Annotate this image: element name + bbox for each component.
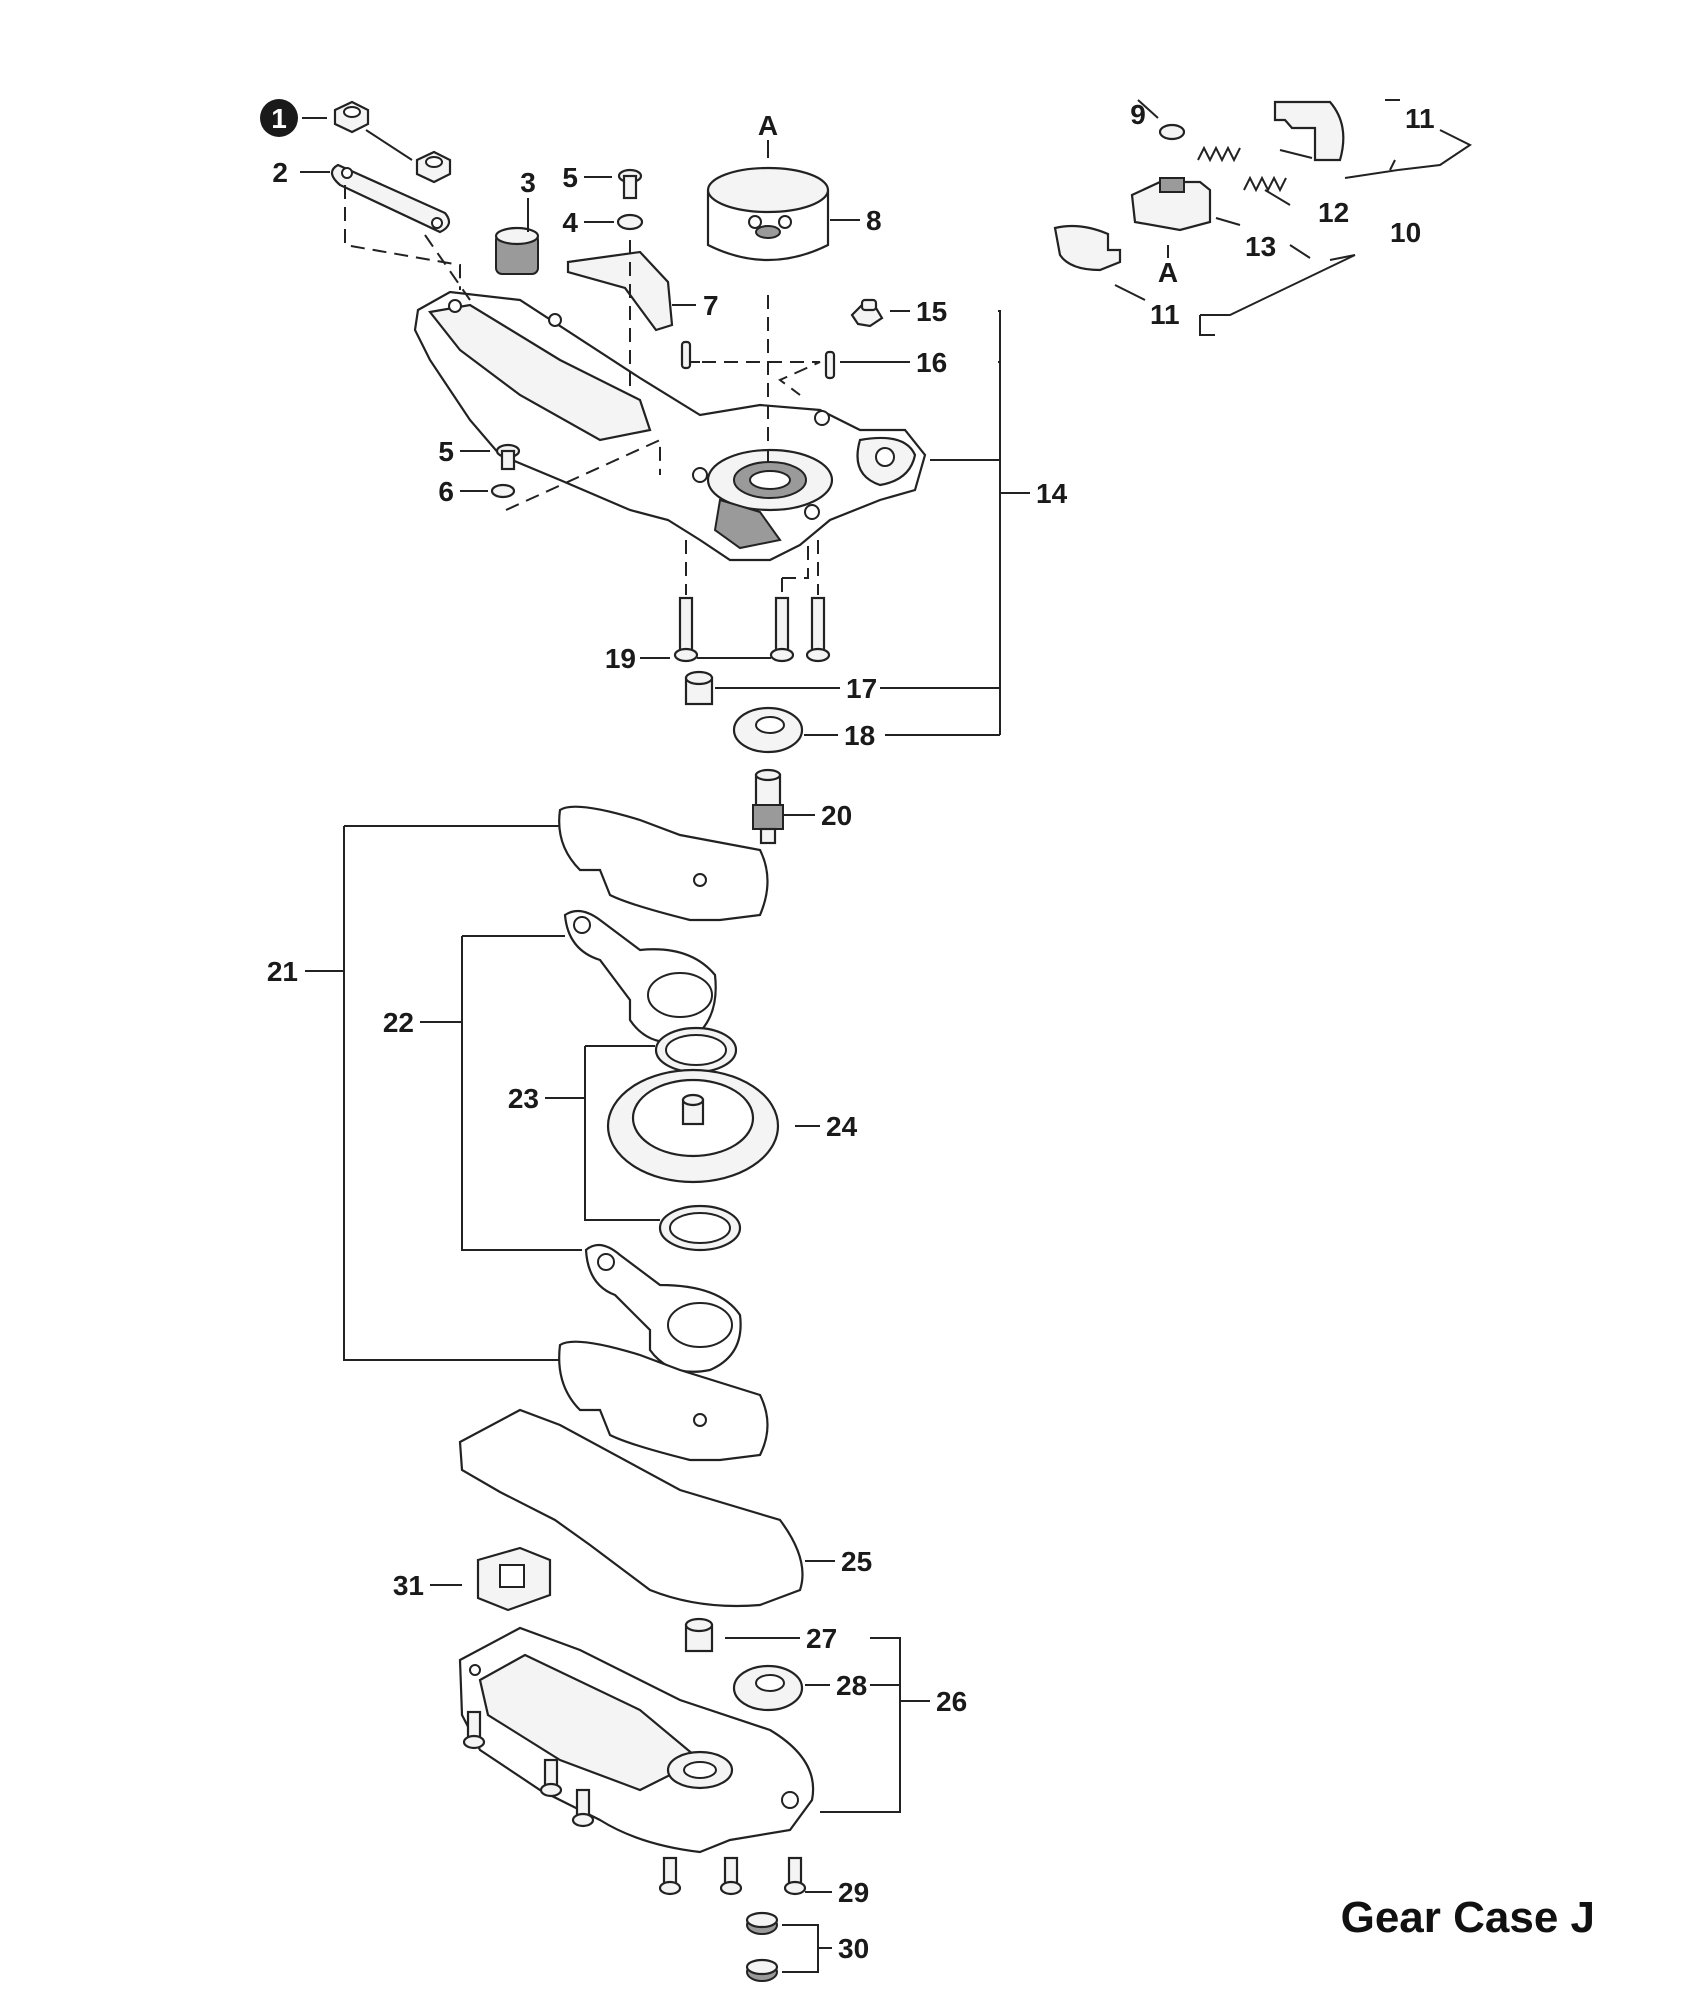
part-8-bowl: [706, 166, 830, 262]
label-17: 17: [846, 673, 877, 704]
label-23: 23: [508, 1083, 539, 1114]
label-13: 13: [1245, 231, 1276, 262]
part-28-ball-bearing: [732, 1664, 804, 1712]
part-11-clamp-bottom: [1053, 224, 1122, 272]
part-2-link-plate: [330, 163, 451, 234]
part-19-bolts: [673, 596, 831, 663]
label-29: 29: [838, 1877, 869, 1908]
part-14-gear-case: [413, 290, 927, 562]
label-3: 3: [520, 167, 536, 198]
label-21: 21: [267, 956, 298, 987]
label-12: 12: [1318, 197, 1349, 228]
label-27: 27: [806, 1623, 837, 1654]
part-21-plate-bottom: [558, 1340, 769, 1462]
part-31-block: [476, 1546, 552, 1612]
part-6-washer: [490, 483, 516, 499]
part-23-needle-cage-bottom: [658, 1204, 742, 1252]
label-1: 1: [271, 103, 287, 134]
part-7-bracket: [566, 250, 674, 332]
part-21-plate-top: [558, 805, 769, 922]
part-13-slider: [1130, 177, 1212, 232]
label-8: 8: [866, 205, 882, 236]
label-19: 19: [605, 643, 636, 674]
part-3-cap: [494, 226, 540, 275]
lower-case-group: [458, 1408, 815, 1982]
label-18: 18: [844, 720, 875, 751]
label-30: 30: [838, 1933, 869, 1964]
view-marker-detail: A: [1158, 257, 1178, 288]
part-9-washer: [1158, 123, 1186, 141]
part-labels: 1 2 3 4 5 5 6 7 8 9 10 11 11 12 13 14 15…: [260, 99, 1595, 1964]
part-16-pin-left: [680, 340, 692, 370]
part-26-lower-case: [458, 1626, 815, 1854]
part-11-clamp-top: [1273, 100, 1345, 162]
label-11-bottom: 11: [1150, 299, 1180, 330]
view-marker-top: A: [758, 110, 778, 141]
label-11-top: 11: [1405, 103, 1435, 134]
part-24-gear: [606, 1068, 780, 1184]
label-25: 25: [841, 1546, 872, 1577]
label-5-lower: 5: [438, 436, 454, 467]
part-5-screw-top: [617, 168, 643, 200]
part-25-gasket: [458, 1408, 804, 1608]
label-24: 24: [826, 1111, 858, 1142]
part-27-needle-bearing: [684, 1617, 714, 1653]
leader-lines: [300, 99, 1472, 1973]
part-15-grease-nipple: [850, 298, 884, 328]
label-6: 6: [438, 476, 454, 507]
label-7: 7: [703, 290, 719, 321]
label-5-top: 5: [562, 162, 578, 193]
diagram-title: Gear Case J: [1341, 1893, 1595, 1942]
label-15: 15: [916, 296, 947, 327]
label-22: 22: [383, 1007, 414, 1038]
callout-1-badge: [260, 99, 298, 137]
label-10: 10: [1390, 217, 1421, 248]
part-20-shaft: [752, 768, 784, 845]
label-9: 9: [1130, 99, 1146, 130]
label-2: 2: [272, 157, 288, 188]
part-1-nut: [333, 100, 452, 184]
part-5-screw-lower: [495, 443, 521, 471]
label-28: 28: [836, 1670, 867, 1701]
part-12-spring: [1197, 145, 1287, 193]
part-16-pin-right: [824, 350, 836, 380]
label-20: 20: [821, 800, 852, 831]
view-a-detail-group: [1053, 100, 1345, 272]
part-4-washer: [616, 213, 644, 231]
label-26: 26: [936, 1686, 967, 1717]
label-31: 31: [393, 1570, 424, 1601]
part-30-plugs: [745, 1911, 779, 1982]
label-14: 14: [1036, 478, 1068, 509]
part-29-bolts: [462, 1710, 807, 1896]
part-17-needle-bearing: [684, 670, 714, 706]
part-23-needle-cage-top: [654, 1026, 738, 1074]
part-18-ball-bearing: [732, 706, 804, 754]
label-16: 16: [916, 347, 947, 378]
label-4: 4: [562, 207, 578, 238]
upper-gear-case-group: [330, 100, 927, 845]
gear-stack-group: [558, 805, 780, 1462]
